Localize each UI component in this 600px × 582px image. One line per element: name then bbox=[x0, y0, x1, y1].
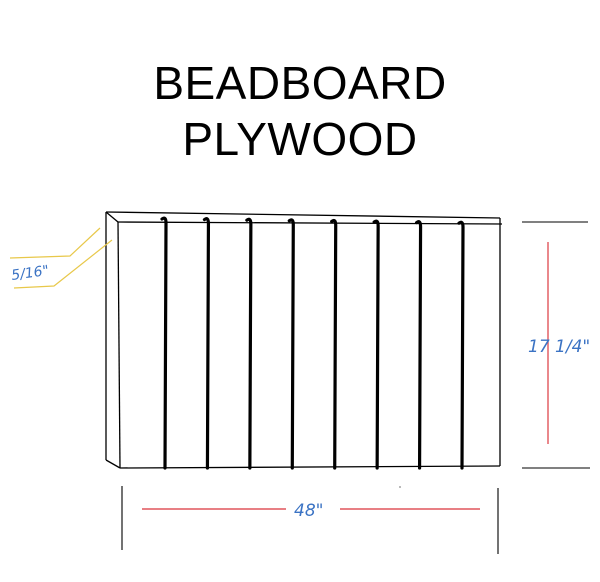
groove-line-8 bbox=[457, 220, 465, 470]
panel-top-edge bbox=[105, 211, 501, 219]
width-dimension: 48" bbox=[121, 486, 499, 554]
panel-bottom-left bbox=[105, 459, 121, 469]
groove-line-4 bbox=[287, 218, 295, 470]
thickness-leader-lower bbox=[13, 239, 113, 289]
groove-line-3 bbox=[245, 217, 253, 470]
thickness-label: 5/16" bbox=[10, 263, 50, 284]
thickness-callout: 5/16" bbox=[9, 227, 113, 289]
groove-line-1 bbox=[160, 216, 168, 470]
width-label: 48" bbox=[294, 501, 323, 521]
panel-bottom-edge bbox=[119, 465, 501, 469]
groove-lines bbox=[160, 216, 465, 470]
title-line-1: BEADBOARD bbox=[153, 57, 447, 109]
thickness-leader-upper bbox=[9, 227, 101, 259]
height-dimension: 17 1/4" bbox=[522, 221, 590, 469]
panel-top-left-corner bbox=[105, 211, 119, 223]
panel-front-top-edge bbox=[117, 221, 503, 225]
panel-outline bbox=[105, 211, 503, 469]
groove-line-7 bbox=[414, 220, 423, 470]
panel-left-face-front bbox=[117, 221, 121, 469]
pencil-dot bbox=[399, 486, 401, 488]
groove-line-6 bbox=[372, 219, 380, 470]
groove-line-5 bbox=[330, 218, 338, 470]
title-line-2: PLYWOOD bbox=[182, 113, 418, 165]
height-label: 17 1/4" bbox=[528, 337, 590, 357]
groove-line-2 bbox=[202, 217, 211, 470]
